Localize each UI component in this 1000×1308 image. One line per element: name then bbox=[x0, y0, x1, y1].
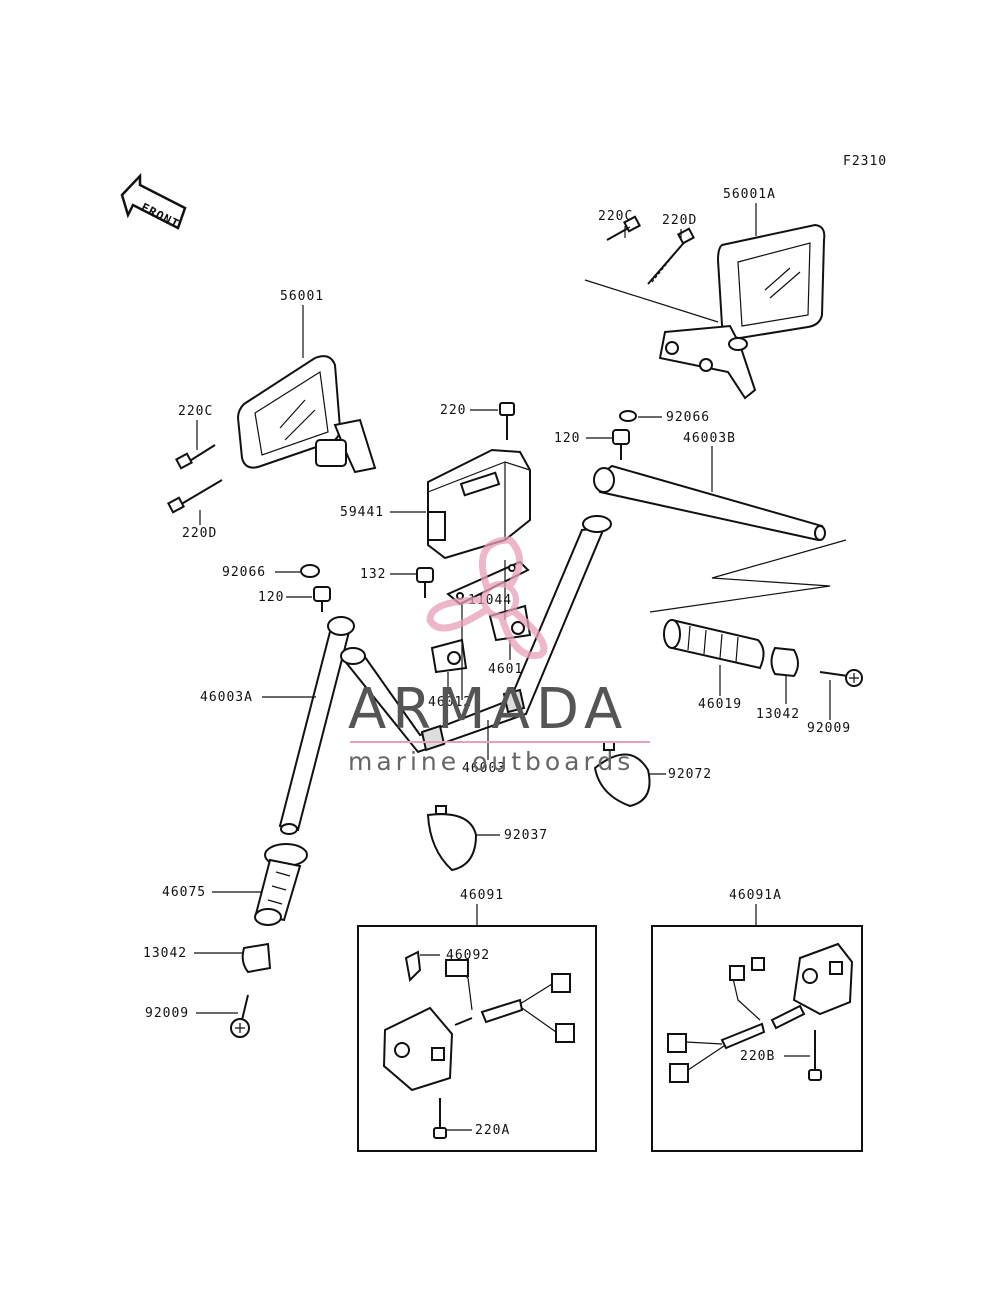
handlebar-right-46003B-icon bbox=[593, 464, 826, 542]
label-46091: 46091 bbox=[460, 888, 504, 903]
label-220B: 220B bbox=[740, 1049, 775, 1064]
washer-92066-right-icon bbox=[619, 410, 637, 422]
cable-tie-92037-icon bbox=[426, 805, 478, 872]
box-switch-46091A bbox=[651, 925, 863, 1152]
switch-housing-46091-icon bbox=[382, 950, 575, 1092]
handlebar-left-46003A-icon bbox=[278, 616, 355, 835]
label-92009-right: 92009 bbox=[807, 721, 851, 736]
label-46003: 46003 bbox=[462, 761, 506, 776]
label-220C-left: 220C bbox=[178, 404, 213, 419]
label-120-left: 120 bbox=[258, 590, 284, 605]
figure-code: F2310 bbox=[843, 154, 887, 169]
label-220D-top: 220D bbox=[662, 213, 697, 228]
label-56001A: 56001A bbox=[723, 187, 776, 202]
label-46092: 46092 bbox=[446, 948, 490, 963]
mirror-right-icon bbox=[658, 223, 826, 400]
label-220-cover: 220 bbox=[440, 403, 466, 418]
label-46012-b: 46012 bbox=[428, 695, 472, 710]
screw-92009-right-icon bbox=[819, 669, 863, 687]
washer-92066-left-icon bbox=[300, 564, 320, 578]
label-92066-left: 92066 bbox=[222, 565, 266, 580]
label-46019: 46019 bbox=[698, 697, 742, 712]
bolt-120-left-icon bbox=[313, 586, 331, 612]
cap-13042-left-icon bbox=[241, 942, 272, 974]
bolt-120-right-icon bbox=[612, 429, 630, 460]
switch-housing-46091A-icon bbox=[667, 942, 854, 1083]
label-92009-left: 92009 bbox=[145, 1006, 189, 1021]
watermark-logo-icon bbox=[426, 536, 548, 660]
grip-46019-icon bbox=[663, 618, 765, 670]
cap-13042-right-icon bbox=[770, 646, 799, 678]
label-132: 132 bbox=[360, 567, 386, 582]
watermark-brand: ARMADA bbox=[348, 677, 628, 742]
label-220D-left: 220D bbox=[182, 526, 217, 541]
bolt-132-icon bbox=[416, 567, 434, 598]
label-220C-top: 220C bbox=[598, 209, 633, 224]
box-switch-46091 bbox=[357, 925, 597, 1152]
label-13042-left: 13042 bbox=[143, 946, 187, 961]
mirror-left-icon bbox=[236, 355, 377, 474]
label-46091A: 46091A bbox=[729, 888, 782, 903]
label-46075: 46075 bbox=[162, 885, 206, 900]
handlebar-main-46003-icon bbox=[340, 515, 612, 754]
screw-92009-left-icon bbox=[230, 994, 250, 1038]
handlebar-cover-icon bbox=[427, 448, 531, 560]
label-13042-right: 13042 bbox=[756, 707, 800, 722]
clamp-46012-lower-icon bbox=[430, 638, 468, 674]
label-59441: 59441 bbox=[340, 505, 384, 520]
screw-220B-icon bbox=[808, 1030, 822, 1081]
label-92066-right: 92066 bbox=[666, 410, 710, 425]
screw-220A-icon bbox=[433, 1098, 447, 1139]
grip-46075-icon bbox=[254, 843, 308, 926]
front-arrow-icon: FRONT bbox=[120, 172, 187, 231]
label-120-right: 120 bbox=[554, 431, 580, 446]
label-46003A: 46003A bbox=[200, 690, 253, 705]
label-56001: 56001 bbox=[280, 289, 324, 304]
screw-220-cover-icon bbox=[499, 402, 515, 440]
bolt-220D-top-icon bbox=[647, 227, 695, 285]
label-220A: 220A bbox=[475, 1123, 510, 1138]
bolt-220D-left-icon bbox=[167, 479, 223, 514]
watermark-tagline: marine outboards bbox=[348, 747, 634, 776]
bolt-220C-left-icon bbox=[175, 444, 216, 470]
label-46003B: 46003B bbox=[683, 431, 736, 446]
bolt-220C-top-icon bbox=[606, 215, 641, 241]
label-92037: 92037 bbox=[504, 828, 548, 843]
label-92072: 92072 bbox=[668, 767, 712, 782]
